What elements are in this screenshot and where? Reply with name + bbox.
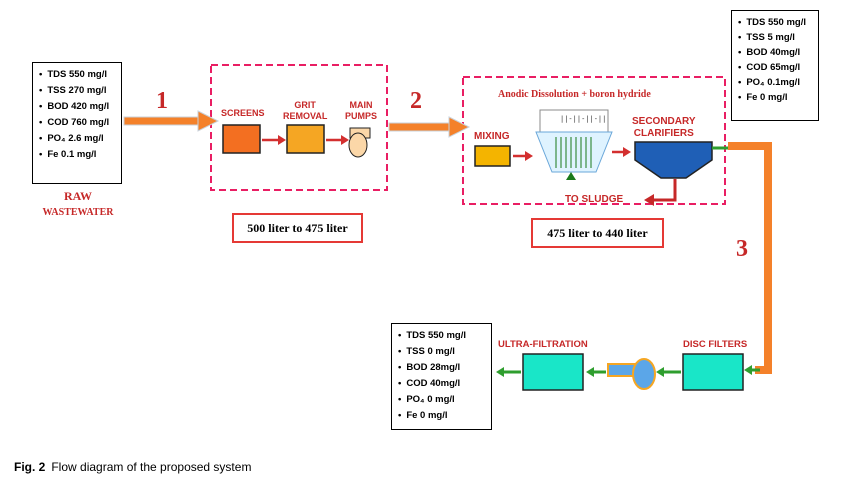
secondary-water-quality-box: TDS 550 mg/l TSS 5 mg/l BOD 40mg/l COD 6…	[731, 10, 819, 121]
figure-caption: Fig. 2 Flow diagram of the proposed syste…	[14, 460, 251, 474]
raw-quality-item: COD 760 mg/l	[39, 115, 121, 131]
clarifier-line2: CLARIFIERS	[633, 128, 694, 139]
sludge-label: TO SLUDGE	[565, 194, 624, 205]
secondary-quality-item: Fe 0 mg/l	[738, 90, 818, 105]
pump-icon-2	[607, 358, 656, 390]
grit-line2: REMOVAL	[283, 111, 328, 121]
raw-quality-item: PO₄ 2.6 mg/l	[39, 131, 121, 147]
ultra-filtration-unit	[522, 353, 584, 391]
raw-wastewater-label: RAW WASTEWATER	[38, 189, 118, 220]
secondary-quality-item: COD 65mg/l	[738, 60, 818, 75]
pipe-3	[728, 142, 772, 375]
clarifier-unit	[634, 141, 713, 179]
pump-icon	[348, 127, 371, 158]
secondary-quality-item: PO₄ 0.1mg/l	[738, 75, 818, 90]
electrocoagulation-reactor-icon: ||-||-||-||	[535, 109, 613, 180]
stage-number-3: 3	[736, 236, 748, 262]
screens-label: SCREENS	[221, 108, 265, 118]
pumps-line2: PUMPS	[345, 111, 378, 121]
clarifier-line1: SECONDARY	[632, 116, 696, 127]
caption-text: Flow diagram of the proposed system	[51, 460, 252, 474]
arrow-1	[123, 110, 220, 132]
final-quality-item: COD 40mg/l	[398, 376, 491, 392]
pumps-line1: MAIN	[349, 100, 373, 110]
secondary-quality-item: TDS 550 mg/l	[738, 15, 818, 30]
caption-label: Fig. 2	[14, 460, 46, 474]
stage2-volume-box: 475 liter to 440 liter	[531, 218, 664, 248]
arrow-2	[388, 116, 471, 138]
final-water-quality-box: TDS 550 mg/l TSS 0 mg/l BOD 28mg/l COD 4…	[391, 323, 492, 430]
final-quality-item: PO₄ 0 mg/l	[398, 392, 491, 408]
stage-number-2: 2	[410, 88, 422, 114]
grit-unit	[286, 124, 325, 154]
final-quality-item: BOD 28mg/l	[398, 360, 491, 376]
secondary-quality-item: TSS 5 mg/l	[738, 30, 818, 45]
raw-quality-item: TDS 550 mg/l	[39, 67, 121, 83]
ultra-filtration-label: ULTRA-FILTRATION	[498, 339, 588, 350]
grit-line1: GRIT	[294, 100, 316, 110]
stage1-volume-box: 500 liter to 475 liter	[232, 213, 363, 243]
secondary-quality-item: BOD 40mg/l	[738, 45, 818, 60]
stage1-frame	[210, 64, 388, 191]
mixing-unit	[474, 145, 511, 167]
screens-unit	[222, 124, 261, 154]
grit-label: GRIT REMOVAL	[283, 100, 327, 122]
disc-filter-unit	[682, 353, 744, 391]
raw-water-quality-box: TDS 550 mg/l TSS 270 mg/l BOD 420 mg/l C…	[32, 62, 122, 184]
stage2-title: Anodic Dissolution + boron hydride	[498, 89, 651, 100]
stage2-frame	[462, 76, 726, 205]
final-quality-item: Fe 0 mg/l	[398, 408, 491, 424]
clarifier-label: SECONDARY CLARIFIERS	[632, 116, 696, 140]
svg-text:||-||-||-||: ||-||-||-||	[560, 115, 606, 123]
disc-filters-label: DISC FILTERS	[683, 339, 748, 350]
raw-quality-item: Fe 0.1 mg/l	[39, 147, 121, 163]
raw-quality-item: BOD 420 mg/l	[39, 99, 121, 115]
final-quality-item: TDS 550 mg/l	[398, 328, 491, 344]
pumps-label: MAIN PUMPS	[345, 100, 377, 122]
raw-label-line1: RAW	[63, 189, 92, 203]
raw-label-line2: WASTEWATER	[42, 207, 114, 218]
final-quality-item: TSS 0 mg/l	[398, 344, 491, 360]
mixing-label: MIXING	[474, 131, 510, 142]
stage-number-1: 1	[156, 88, 168, 114]
raw-quality-item: TSS 270 mg/l	[39, 83, 121, 99]
